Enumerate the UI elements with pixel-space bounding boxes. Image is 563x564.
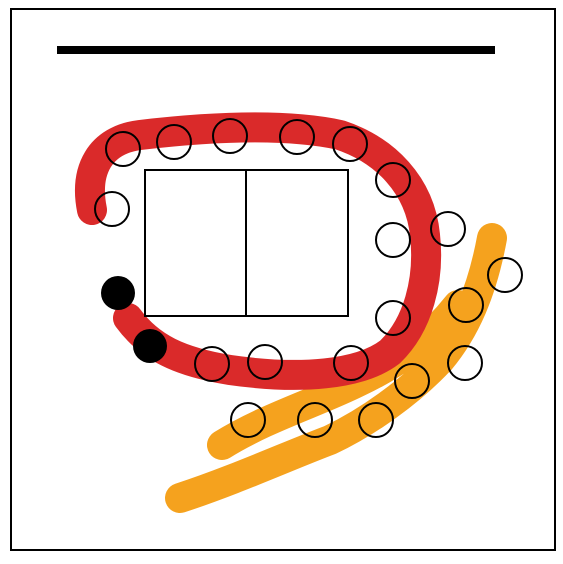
filled-dot — [133, 329, 167, 363]
central-rectangle — [145, 170, 348, 316]
filled-dot — [101, 276, 135, 310]
open-circle — [376, 223, 410, 257]
